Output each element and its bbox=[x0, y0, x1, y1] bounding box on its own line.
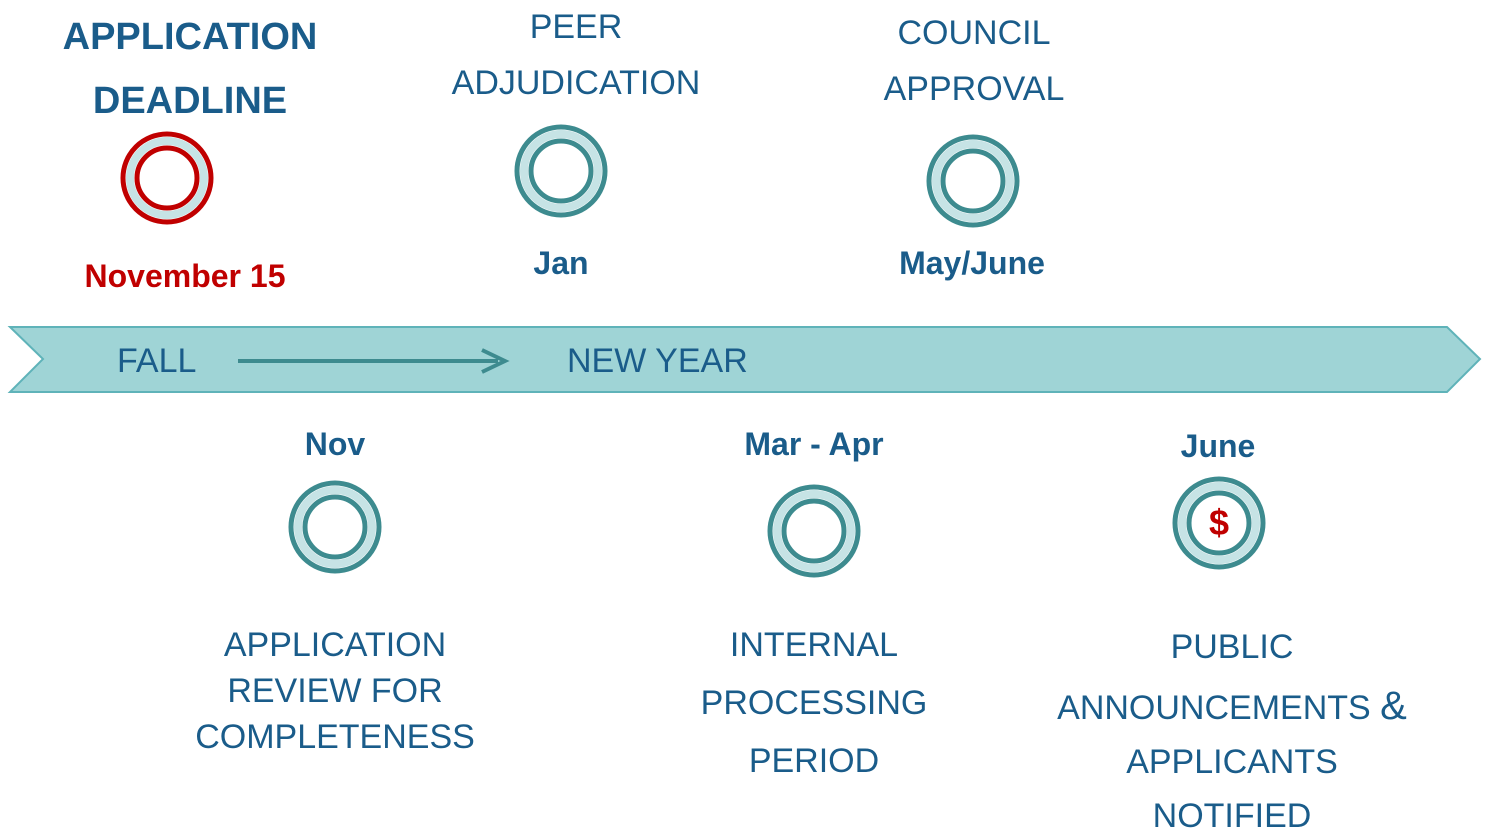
ampersand: & bbox=[1380, 684, 1407, 728]
timeline-arrow-band bbox=[7, 326, 1482, 393]
milestone-title-line: PERIOD bbox=[748, 742, 880, 780]
milestone-date: June bbox=[1180, 428, 1256, 464]
milestone-title-line: PROCESSING bbox=[700, 684, 928, 722]
milestone-title-line: APPLICANTS bbox=[1126, 743, 1338, 781]
milestone-date: Nov bbox=[304, 426, 366, 462]
ring-teal-icon bbox=[288, 480, 382, 574]
ring-teal-icon bbox=[767, 484, 861, 578]
dollar-sign: $ bbox=[1209, 502, 1229, 543]
band-label-fall: FALL bbox=[117, 342, 197, 380]
milestone-title-line: APPLICATION bbox=[62, 16, 318, 58]
ring-teal-icon bbox=[514, 124, 608, 218]
milestone-title-line: REVIEW FOR bbox=[227, 672, 443, 710]
milestone-date: Mar - Apr bbox=[744, 426, 884, 462]
milestone-date: Jan bbox=[533, 245, 589, 281]
milestone-title-line: DEADLINE bbox=[92, 80, 288, 122]
milestone-title-line: PUBLIC bbox=[1170, 628, 1294, 666]
milestone-title-line: ADJUDICATION bbox=[451, 64, 701, 102]
milestone-title-line: NOTIFIED bbox=[1152, 797, 1312, 835]
band-label-new-year: NEW YEAR bbox=[567, 342, 748, 380]
milestone-title-line: COUNCIL bbox=[897, 14, 1051, 52]
milestone-title-word: ANNOUNCEMENTS bbox=[1057, 689, 1371, 727]
ring-teal-icon bbox=[926, 134, 1020, 228]
ring-red-icon bbox=[120, 131, 214, 225]
milestone-title-line: INTERNAL bbox=[729, 626, 899, 664]
milestone-title-line: COMPLETENESS bbox=[195, 718, 475, 756]
milestone-title-line: ANNOUNCEMENTS & bbox=[1022, 686, 1442, 726]
arrowhead-icon bbox=[481, 348, 510, 374]
milestone-title-line: APPROVAL bbox=[883, 70, 1065, 108]
milestone-title-line: APPLICATION bbox=[223, 626, 447, 664]
milestone-title-line: PEER bbox=[529, 8, 623, 46]
milestone-date: November 15 bbox=[84, 258, 286, 294]
milestone-date: May/June bbox=[899, 245, 1045, 281]
dollar-ring-icon: $ bbox=[1172, 476, 1266, 570]
